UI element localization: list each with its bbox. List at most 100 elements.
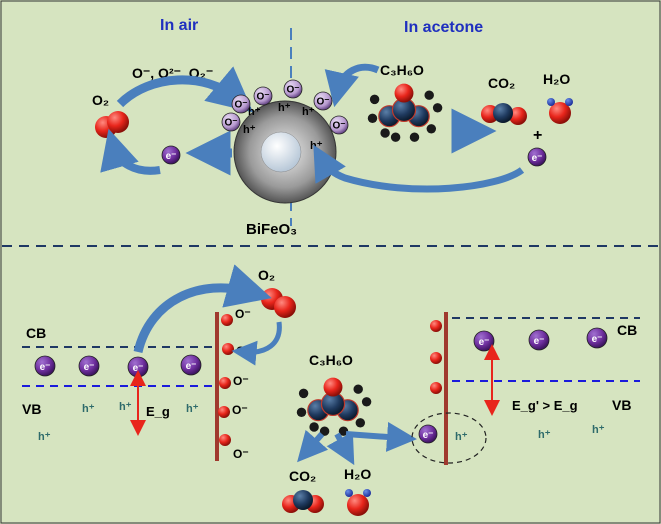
h2o-label-bottom: H₂O [344, 466, 371, 482]
acetone-adsorption-arrow [324, 63, 380, 108]
acetone-molecule-bottom [296, 377, 372, 436]
hydrogen-atom [369, 94, 380, 105]
oxygen-ion-2: O⁻ [253, 86, 273, 106]
surface-o-ion-1: O⁻ [221, 307, 251, 326]
co2-label-top: CO₂ [488, 75, 515, 91]
plus-sign: + [533, 127, 542, 144]
hydrogen-atom [380, 128, 390, 138]
oxygen-ion-4: O⁻ [313, 91, 333, 111]
arrow-to-right-surface [345, 421, 417, 452]
co2-molecule-bottom [282, 490, 324, 513]
bifeo3-label: BiFeO₃ [246, 221, 297, 238]
oxygen-ion-1: O⁻ [231, 94, 251, 114]
hole-left-1: h⁺ [82, 403, 95, 415]
svg-text:e⁻: e⁻ [166, 151, 177, 162]
h2o-molecule-bottom [345, 489, 371, 516]
hydrogen-atom [361, 397, 372, 407]
surface-oxygen-ions-left: O⁻O⁻O⁻O⁻O⁻ [218, 307, 252, 461]
hydrogen-atom [409, 132, 420, 142]
electron-top-right: e⁻ [527, 147, 547, 167]
electron-right-surface: e⁻ [418, 424, 438, 444]
o2-label-top: O₂ [92, 92, 109, 108]
svg-text:O⁻: O⁻ [256, 92, 269, 103]
arrow-to-h2o [326, 431, 355, 466]
cb-label-left: CB [26, 325, 46, 341]
svg-text:O⁻: O⁻ [234, 100, 247, 111]
surface-o-right-1 [430, 320, 442, 332]
svg-text:e⁻: e⁻ [532, 153, 543, 164]
o2-adsorption-arrow [116, 66, 254, 113]
hydrogen-atom [296, 407, 307, 418]
hole-top-1: h⁺ [248, 106, 261, 118]
hydrogen-atom [426, 124, 437, 134]
cb-electrons-right: e⁻ e⁻ e⁻ [473, 327, 608, 352]
svg-text:O⁻: O⁻ [286, 85, 299, 96]
hydrogen-atom [298, 388, 309, 399]
surface-o-ion-5: O⁻ [219, 434, 249, 461]
h2o-molecule-top [547, 98, 573, 124]
svg-text:O⁻: O⁻ [232, 403, 248, 417]
o2-to-surface-arrow [231, 321, 282, 366]
svg-text:O⁻: O⁻ [316, 97, 329, 108]
oxygen-ion-6: O⁻ [221, 112, 241, 132]
in-air-label: In air [160, 17, 198, 34]
surface-o-ion-3: O⁻ [219, 374, 249, 389]
hole-right-1: h⁺ [455, 431, 468, 443]
svg-text:e⁻: e⁻ [592, 334, 603, 345]
oxygen-atom [323, 377, 343, 397]
recombination-circle [411, 412, 487, 464]
surface-oxygen-right [430, 320, 442, 394]
co2-molecule-top [481, 103, 527, 125]
acetone-molecule-top [367, 83, 443, 142]
hydrogen-atom [424, 90, 434, 100]
adsorbed-oxygen-ions: O⁻ O⁻ O⁻ O⁻ O⁻ O⁻ [221, 79, 349, 135]
svg-text:O⁻: O⁻ [233, 374, 249, 388]
electron-injection-arrow [313, 144, 525, 193]
cb-electron-left-2: e⁻ [78, 355, 100, 377]
svg-text:O⁻: O⁻ [233, 447, 249, 461]
hydrogen-atom [390, 132, 401, 142]
hole-top-3: h⁺ [302, 106, 315, 118]
surface-o-right-2 [430, 352, 442, 364]
hole-right-2: h⁺ [538, 429, 551, 441]
surface-o-right-3 [430, 382, 442, 394]
svg-text:e⁻: e⁻ [40, 362, 51, 373]
eg-label: E_g [146, 404, 170, 419]
hole-top-5: h⁺ [310, 140, 323, 152]
eg-compare-label: E_g' > E_g [512, 398, 578, 413]
hole-left-4: h⁺ [38, 431, 51, 443]
in-acetone-label: In acetone [404, 19, 483, 36]
svg-text:e⁻: e⁻ [133, 363, 144, 374]
acetone-label-bottom: C₃H₆O [309, 352, 353, 368]
svg-text:O⁻: O⁻ [332, 121, 345, 132]
o2-label-bottom: O₂ [258, 267, 275, 283]
hydrogen-atom [353, 384, 363, 394]
hydrogen-atom [355, 418, 366, 428]
cb-label-right: CB [617, 322, 637, 338]
cb-electron-right-1: e⁻ [473, 330, 495, 352]
cb-electron-left-4: e⁻ [180, 354, 202, 376]
hydrogen-atom [432, 103, 443, 113]
oxygen-atom [394, 83, 414, 103]
co2-label-bottom: CO₂ [289, 468, 316, 484]
oxygen-ion-5: O⁻ [329, 115, 349, 135]
arrow-to-co2 [297, 429, 329, 463]
bifeo3-particle [233, 100, 337, 204]
svg-text:e⁻: e⁻ [84, 362, 95, 373]
electron-top-left: e⁻ [161, 145, 181, 165]
svg-text:O⁻: O⁻ [224, 118, 237, 129]
svg-text:e⁻: e⁻ [423, 430, 434, 441]
svg-text:e⁻: e⁻ [534, 336, 545, 347]
svg-text:e⁻: e⁻ [479, 337, 490, 348]
hydrogen-atom [309, 422, 319, 432]
electron-return-arrow [100, 128, 161, 175]
hole-right-3: h⁺ [592, 424, 605, 436]
acetone-label-top: C₃H₆O [380, 62, 424, 78]
svg-text:e⁻: e⁻ [186, 361, 197, 372]
h2o-label-top: H₂O [543, 71, 570, 87]
oxygen-ion-3: O⁻ [283, 79, 303, 99]
cb-electron-right-3: e⁻ [586, 327, 608, 349]
